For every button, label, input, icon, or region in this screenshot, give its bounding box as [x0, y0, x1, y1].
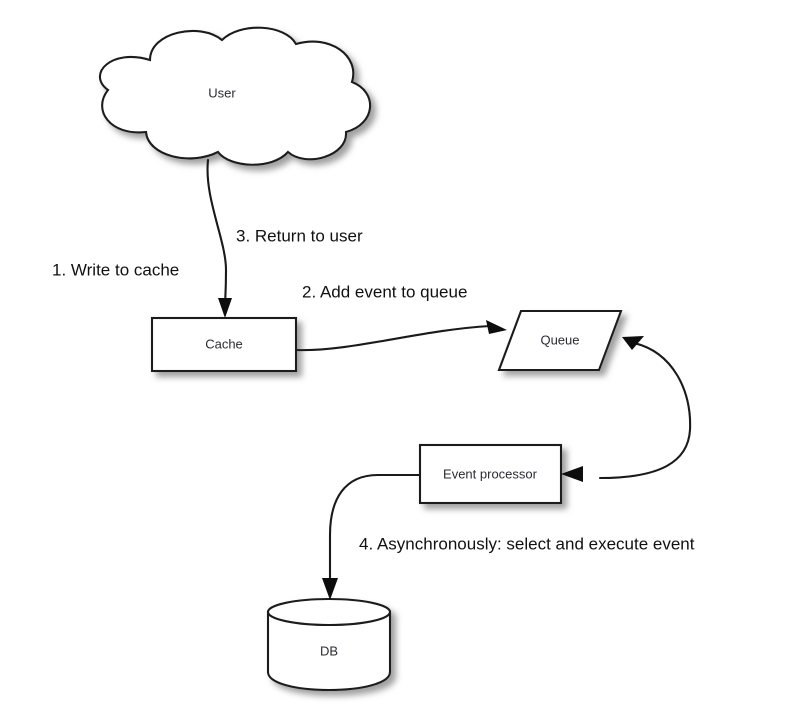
- db-body-shape: [266, 610, 392, 692]
- queue-shape: [497, 309, 623, 372]
- edge-processor-db-line: [328, 473, 422, 587]
- edge-cache-queue-arrowhead: [486, 320, 507, 334]
- edge-user-cache-arrowhead: [218, 298, 232, 318]
- node-db-label: DB: [320, 643, 338, 658]
- edge-user-cache-line: [206, 158, 228, 310]
- edge-processor-queue-line: [598, 341, 692, 480]
- node-event-processor-label: Event processor: [443, 466, 538, 481]
- step-label-2: 2. Add event to queue: [302, 282, 467, 301]
- step-label-3: 3. Return to user: [236, 226, 363, 245]
- edge-cache-queue-line: [294, 324, 492, 352]
- edge-processor-queue: [598, 336, 692, 480]
- event-processor-shape: [418, 443, 563, 505]
- edge-user-cache: [206, 158, 232, 318]
- node-queue[interactable]: Queue: [497, 309, 623, 372]
- edge-queue-processor: [561, 466, 583, 482]
- step-label-4: 4. Asynchronously: select and execute ev…: [359, 534, 695, 553]
- node-db[interactable]: DB: [266, 597, 392, 692]
- edge-processor-queue-arrowhead: [622, 336, 644, 350]
- edge-processor-db: [322, 473, 422, 600]
- node-user[interactable]: User: [98, 26, 372, 166]
- edge-cache-queue: [294, 320, 507, 352]
- db-top-ellipse: [266, 597, 392, 627]
- cache-shape: [150, 316, 298, 373]
- node-event-processor[interactable]: Event processor: [418, 443, 563, 505]
- edge-queue-processor-arrowhead: [561, 466, 583, 482]
- cloud-shape: [98, 26, 372, 166]
- node-user-label: User: [208, 85, 236, 100]
- node-cache-label: Cache: [205, 336, 243, 351]
- edge-processor-db-arrowhead: [322, 578, 338, 600]
- step-label-1: 1. Write to cache: [52, 260, 179, 279]
- node-queue-label: Queue: [540, 332, 579, 347]
- node-cache[interactable]: Cache: [150, 316, 298, 373]
